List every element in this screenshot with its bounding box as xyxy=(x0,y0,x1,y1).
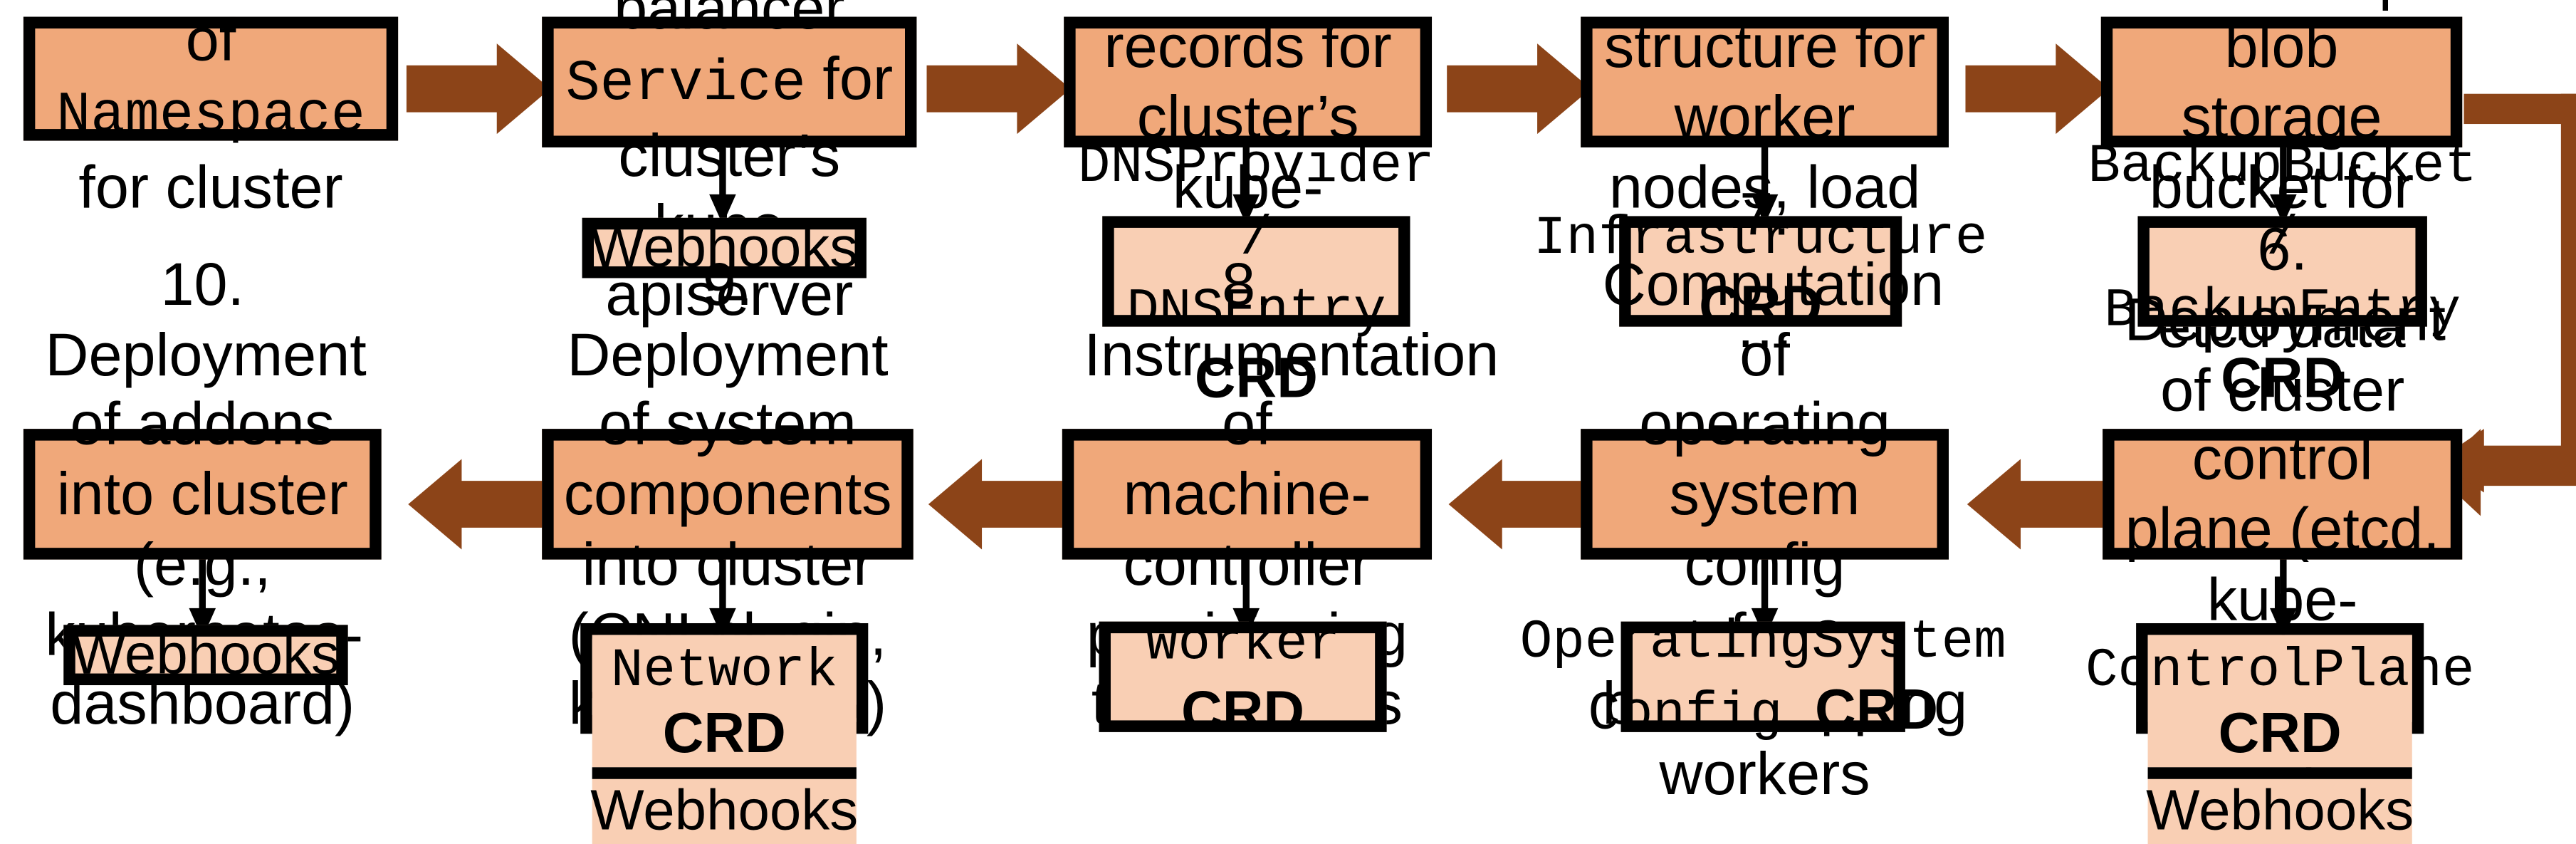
connector-step3-to-dns-crd xyxy=(1171,140,1405,228)
attachment-network-webhooks-label: Webhooks xyxy=(590,778,859,843)
attachment-controlplane-stack[interactable]: ControlPlane CRD Webhooks xyxy=(2085,622,2474,844)
arrow-step4-to-step5 xyxy=(1965,43,2110,135)
step-box-5[interactable]: 5. Preparation of backupblob storage buc… xyxy=(2100,0,2463,360)
step-box-2[interactable]: 2. Creation of loadbalancer Service forc… xyxy=(542,0,917,329)
connector-step4-to-infrastructure-crd xyxy=(1690,140,1924,228)
attachment-backup-crd[interactable]: BackupBucket /BackupEntry CRD xyxy=(2088,137,2477,410)
arrow-step6-to-step7 xyxy=(1967,459,2111,550)
attachment-network-webhooks-cell[interactable]: Webhooks xyxy=(590,767,859,844)
step-box-3[interactable]: 3. Creation of DNSrecords for cluster’sk… xyxy=(1064,0,1433,291)
attachment-backup-crd-label: BackupBucket /BackupEntry CRD xyxy=(2088,136,2477,410)
attachment-network-crd-label: Network CRD xyxy=(610,640,838,766)
arrow-step7-to-step8 xyxy=(1448,459,1593,550)
arrow-step3-to-step4 xyxy=(1447,43,1591,135)
arrow-step2-to-step3 xyxy=(926,43,1071,135)
attachment-webhooks-step2-label: Webhooks xyxy=(590,215,859,279)
attachment-controlplane-crd-cell[interactable]: ControlPlane CRD xyxy=(2085,635,2474,768)
attachment-webhooks-step10[interactable]: Webhooks xyxy=(63,622,348,686)
step-box-8[interactable]: 8. Instrumentation ofmachine-controllerp… xyxy=(1062,249,1499,738)
connector-step2-to-webhooks xyxy=(646,140,880,228)
step-box-4[interactable]: 4. Preparation of infra-structure for wo… xyxy=(1581,0,1949,360)
attachment-webhooks-step2[interactable]: Webhooks xyxy=(582,216,866,279)
attachment-controlplane-webhooks-cell[interactable]: Webhooks xyxy=(2146,767,2414,844)
connector-step5-to-backup-crd xyxy=(2208,140,2442,228)
attachment-network-crd-cell[interactable]: Network CRD xyxy=(592,635,857,768)
attachment-dns-crd-label: DNSProvider /DNSEntry CRD xyxy=(1077,136,1435,410)
attachment-controlplane-webhooks-label: Webhooks xyxy=(2146,778,2414,843)
arrow-step9-to-step10 xyxy=(408,459,553,550)
connector-step10-to-webhooks xyxy=(127,554,362,642)
arrow-step8-to-step9 xyxy=(928,459,1072,550)
attachment-controlplane-crd-label: ControlPlane CRD xyxy=(2085,640,2475,766)
attachment-webhooks-step10-label: Webhooks xyxy=(71,622,340,687)
attachment-dns-crd[interactable]: DNSProvider /DNSEntry CRD xyxy=(1078,137,1435,410)
attachment-network-stack[interactable]: Network CRD Webhooks xyxy=(580,622,869,844)
arrow-step1-to-step2 xyxy=(406,43,550,135)
